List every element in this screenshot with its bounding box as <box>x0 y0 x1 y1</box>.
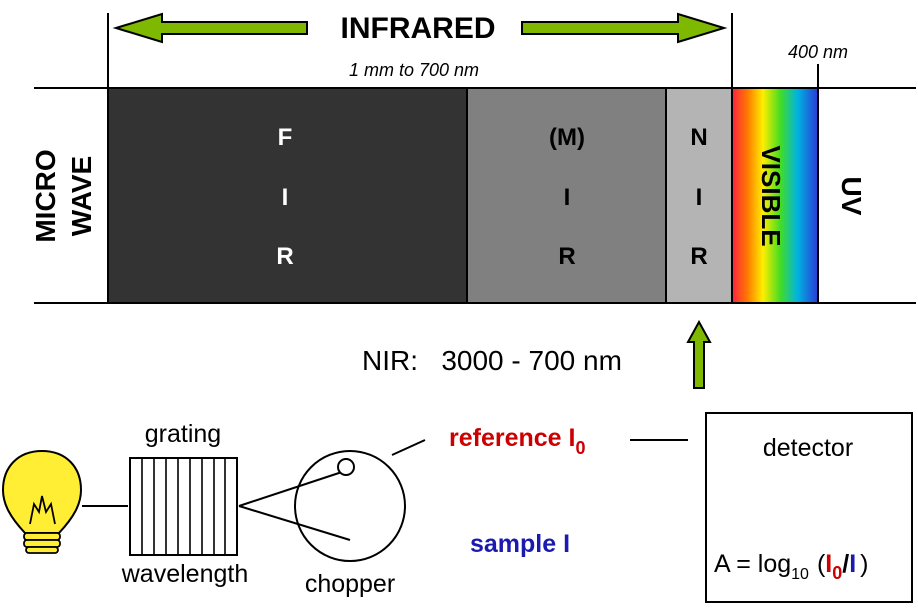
microwave-label-line1: MICRO <box>30 149 61 242</box>
uv-label: UV <box>836 177 867 216</box>
sample-label: sample I <box>470 530 570 558</box>
infrared-left-arrow <box>112 12 308 44</box>
formula-log-base: 10 <box>791 566 809 583</box>
reference-subscript: 0 <box>575 438 585 458</box>
microwave-label-line2: WAVE <box>66 156 97 236</box>
fir-letter-1: F <box>278 124 293 151</box>
beam-to-chopper-upper <box>238 469 349 507</box>
mir-letter-1: (M) <box>549 124 585 151</box>
grating-icon <box>129 457 238 556</box>
infrared-label: INFRARED <box>341 12 496 45</box>
infrared-range: 1 mm to 700 nm <box>349 60 479 80</box>
mir-letter-2: I <box>564 184 571 211</box>
mir-letter-3: R <box>558 243 575 270</box>
formula-i0: I <box>825 550 832 578</box>
nir-region <box>666 88 732 303</box>
nir-letter-1: N <box>690 124 707 151</box>
formula-i0-subscript: 0 <box>832 563 842 583</box>
visible-label: VISIBLE <box>756 145 786 246</box>
wavelength-label: wavelength <box>121 560 248 588</box>
infrared-right-arrow <box>521 12 728 44</box>
chopper-to-reference-line <box>391 439 426 456</box>
grating-label: grating <box>145 420 221 448</box>
formula-i: I <box>849 550 856 578</box>
reference-label: reference I0 <box>449 424 585 458</box>
mir-region <box>467 88 666 303</box>
chopper-label: chopper <box>305 570 395 598</box>
detector-box <box>705 412 913 603</box>
detector-label: detector <box>763 434 853 462</box>
visible-region <box>732 88 818 303</box>
nir-range-label: NIR: 3000 - 700 nm <box>362 345 622 376</box>
visible-edge-label: 400 nm <box>788 42 848 62</box>
light-bulb-icon <box>1 449 83 554</box>
absorbance-formula: A = log10(I0/I) <box>714 550 868 583</box>
nir-up-arrow <box>686 319 712 389</box>
fir-region <box>108 88 467 303</box>
nir-letter-3: R <box>690 243 707 270</box>
beam-to-chopper-lower <box>238 505 351 541</box>
nir-letter-2: I <box>696 184 703 211</box>
fir-letter-2: I <box>282 184 289 211</box>
chopper-icon <box>294 450 406 562</box>
fir-letter-3: R <box>276 243 293 270</box>
